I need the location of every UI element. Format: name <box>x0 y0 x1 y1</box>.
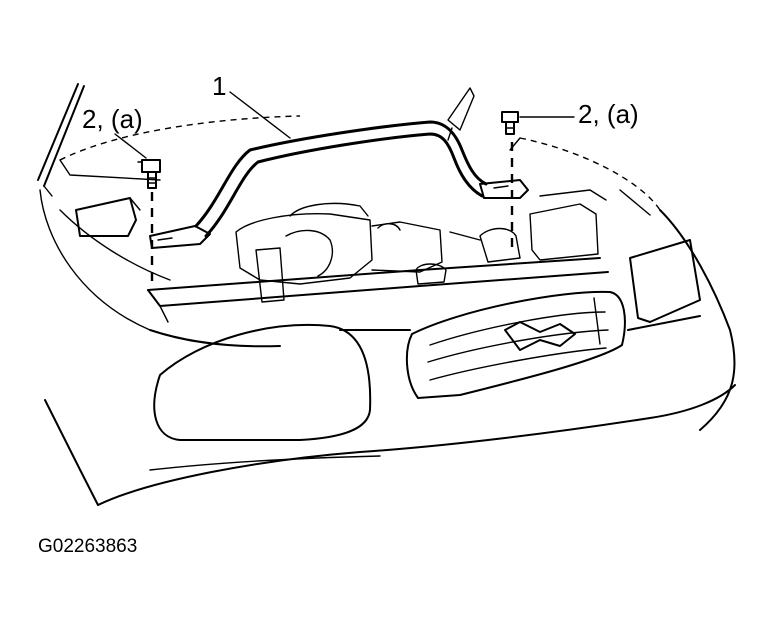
left-marker-light <box>75 197 141 237</box>
left-pillar <box>37 83 85 197</box>
front-bumper <box>97 315 736 506</box>
callout-part-1: 1 <box>212 71 227 101</box>
callout-part-2-left: 2, (a) <box>82 104 143 134</box>
callout-part-2-right: 2, (a) <box>578 99 639 129</box>
figure-code: G02263863 <box>38 536 138 557</box>
grille <box>405 290 626 399</box>
strut-tower-brace <box>149 120 529 249</box>
leader-line-1 <box>229 91 291 139</box>
left-headlight <box>153 323 372 441</box>
engine-compartment <box>235 189 607 303</box>
core-support <box>147 257 609 323</box>
right-bolt <box>501 111 575 252</box>
left-bolt <box>114 133 161 282</box>
body-outline <box>39 189 736 506</box>
right-headlight <box>629 239 701 323</box>
